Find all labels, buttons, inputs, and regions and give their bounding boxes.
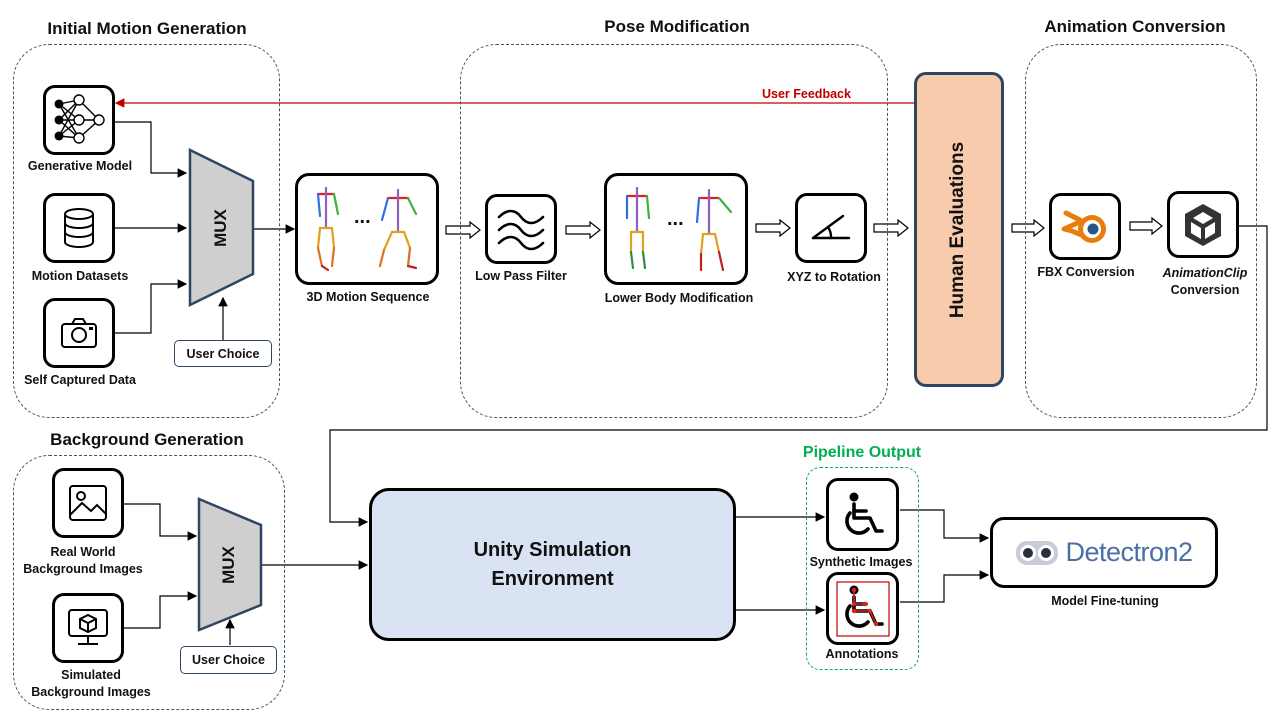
group-pose-modification	[460, 44, 888, 418]
mux-1-label: MUX	[211, 209, 230, 247]
group-title-pose-modification: Pose Modification	[604, 17, 750, 36]
low-pass-filter-label: Low Pass Filter	[475, 269, 567, 283]
group-animation-conversion	[1025, 44, 1257, 418]
synthetic-images-node	[826, 478, 899, 551]
blender-icon	[1061, 210, 1106, 243]
xyz-rotation-label: XYZ to Rotation	[787, 270, 881, 284]
real-world-label-line1: Real World	[50, 545, 116, 559]
user-feedback-label: User Feedback	[762, 87, 851, 101]
annotated-wheelchair-icon	[835, 580, 890, 637]
real-world-label-line2: Background Images	[23, 562, 143, 576]
animation-clip-label: AnimationClip Conversion	[1163, 265, 1248, 299]
lower-body-skeleton-icon	[625, 186, 733, 272]
unity-icon	[1185, 203, 1221, 246]
wheelchair-icon	[844, 492, 884, 535]
simulated-label-line1: Simulated	[61, 668, 121, 682]
detectron-wordmark: Detectron2	[1065, 537, 1193, 567]
real-world-label: Real World Background Images	[23, 544, 142, 578]
simulated-label-line2: Background Images	[31, 685, 151, 699]
human-evaluations-node	[914, 72, 1004, 387]
xyz-rotation-node	[795, 193, 867, 263]
unity-label-line2: Environment	[491, 567, 614, 590]
human-evaluations-label: Human Evaluations	[947, 141, 968, 319]
self-captured-node	[43, 298, 115, 368]
unity-label-line1: Unity Simulation	[473, 538, 632, 561]
angle-icon	[811, 214, 851, 240]
database-icon	[64, 208, 94, 248]
simulated-label: Simulated Background Images	[31, 667, 150, 701]
user-choice-2[interactable]: User Choice	[180, 646, 277, 674]
animation-clip-node	[1167, 191, 1239, 258]
user-choice-1[interactable]: User Choice	[174, 340, 272, 367]
motion-datasets-label: Motion Datasets	[31, 269, 129, 283]
mux-2	[197, 497, 263, 632]
self-captured-label: Self Captured Data	[24, 373, 136, 387]
group-title-initial-motion: Initial Motion Generation	[47, 19, 247, 38]
camera-icon	[61, 318, 97, 348]
motion-sequence-node: ...	[295, 173, 439, 285]
motion-sequence-label: 3D Motion Sequence	[306, 290, 430, 304]
lower-body-label: Lower Body Modification	[604, 291, 754, 305]
mux-1	[188, 148, 255, 308]
low-pass-filter-node	[485, 194, 557, 264]
generative-model-node	[43, 85, 115, 155]
fbx-node	[1049, 193, 1121, 260]
annotations-label: Annotations	[825, 647, 899, 661]
ellipsis-1: ...	[354, 206, 371, 228]
group-title-background-generation: Background Generation	[50, 430, 244, 449]
detectron-logo-icon	[1016, 540, 1059, 565]
group-title-animation-conversion: Animation Conversion	[1044, 17, 1226, 36]
lower-body-node: ...	[604, 173, 748, 285]
synthetic-images-label: Synthetic Images	[809, 555, 913, 569]
image-icon	[69, 485, 107, 521]
group-title-pipeline-output: Pipeline Output	[802, 444, 922, 461]
annotations-node	[826, 572, 899, 645]
group-background-generation	[13, 455, 285, 710]
real-world-node	[52, 468, 124, 538]
group-initial-motion	[13, 44, 280, 418]
ellipsis-2: ...	[667, 208, 684, 230]
group-pipeline-output	[806, 467, 919, 670]
monitor-cube-icon	[68, 609, 108, 645]
skeleton-sequence-icon	[316, 186, 418, 272]
mux-2-label: MUX	[219, 546, 238, 584]
fine-tuning-label: Model Fine-tuning	[1051, 594, 1159, 608]
neural-network-icon	[54, 94, 105, 144]
unity-simulation-node: Unity Simulation Environment	[369, 488, 736, 641]
wave-filter-icon	[497, 209, 545, 251]
simulated-node	[52, 593, 124, 663]
generative-model-label: Generative Model	[27, 159, 133, 173]
detectron-node: Detectron2	[990, 517, 1218, 588]
fbx-label: FBX Conversion	[1037, 265, 1135, 279]
animation-clip-label-italic: AnimationClip	[1162, 266, 1248, 280]
animation-clip-label-rest: Conversion	[1170, 283, 1240, 297]
motion-datasets-node	[43, 193, 115, 263]
